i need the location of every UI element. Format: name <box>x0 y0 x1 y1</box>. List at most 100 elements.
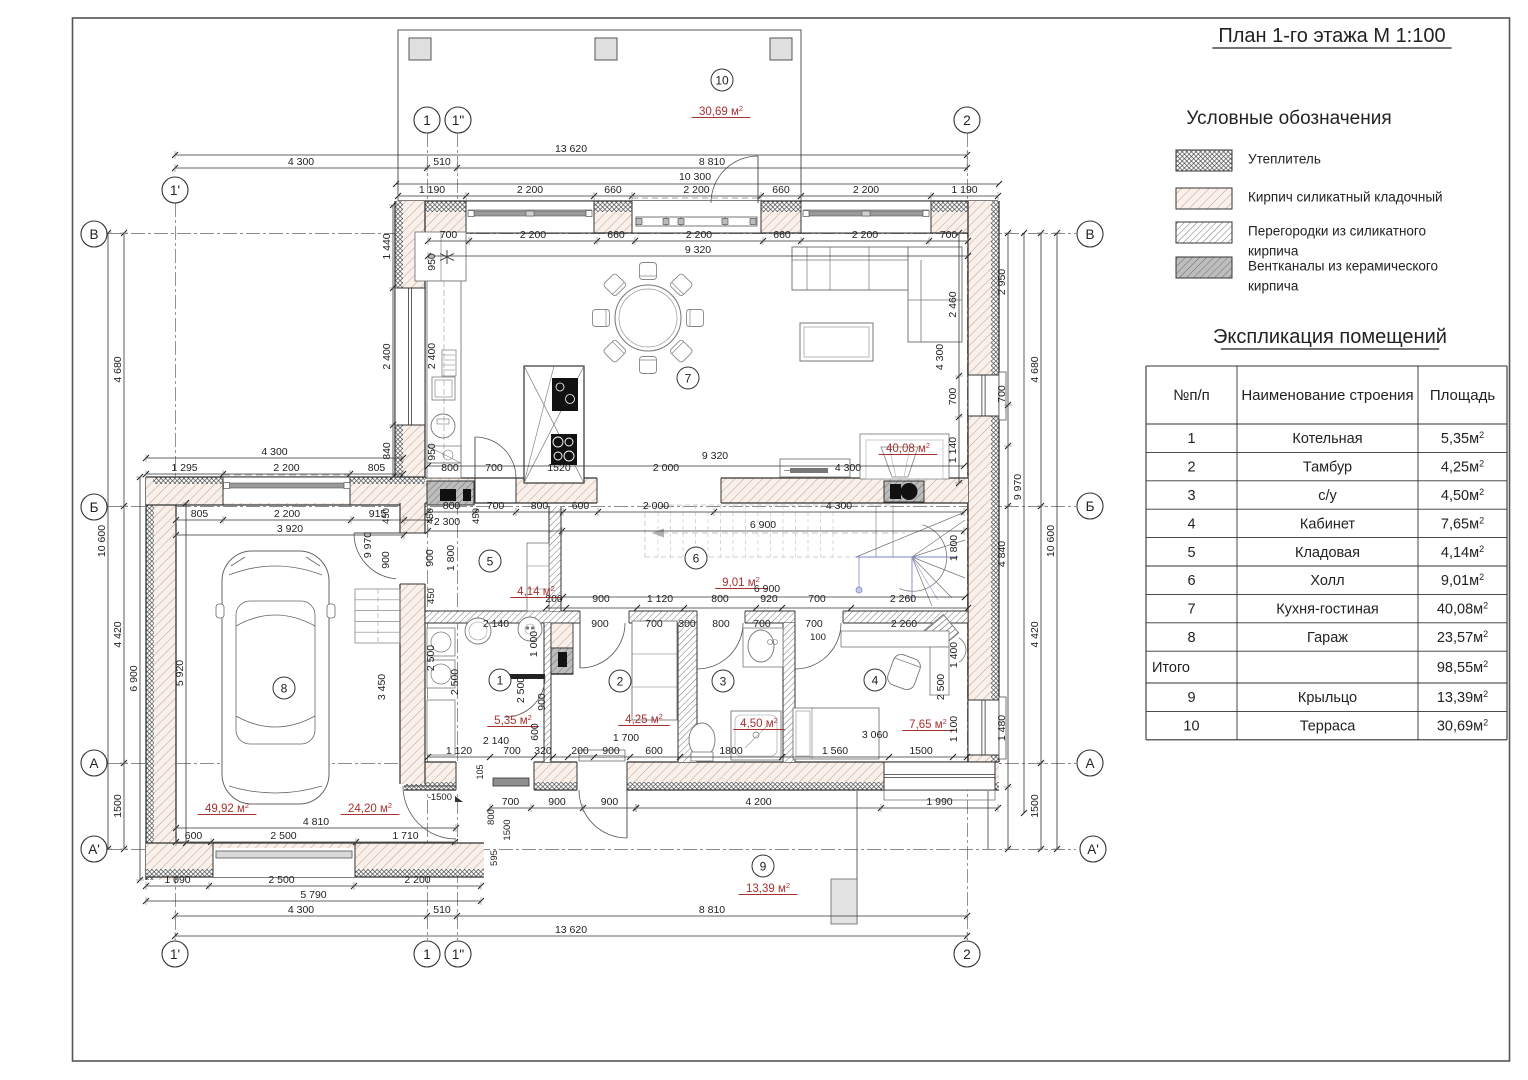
svg-text:840: 840 <box>381 442 393 460</box>
svg-text:4,25 м2: 4,25 м2 <box>625 712 663 726</box>
svg-text:Крыльцо: Крыльцо <box>1298 690 1357 706</box>
svg-text:800: 800 <box>443 500 461 512</box>
svg-text:1500: 1500 <box>1029 794 1041 818</box>
svg-text:Итого: Итого <box>1152 660 1190 676</box>
svg-text:Утеплитель: Утеплитель <box>1248 152 1321 167</box>
svg-text:9,01 м2: 9,01 м2 <box>722 575 760 589</box>
svg-text:2 140: 2 140 <box>483 618 509 630</box>
svg-text:1 560: 1 560 <box>822 745 848 757</box>
svg-text:805: 805 <box>191 508 209 520</box>
svg-text:Условные обозначения: Условные обозначения <box>1186 108 1391 129</box>
svg-text:Кирпич силикатный кладочный: Кирпич силикатный кладочный <box>1248 190 1443 205</box>
svg-text:1500: 1500 <box>502 819 513 840</box>
svg-text:Наименование строения: Наименование строения <box>1241 387 1413 404</box>
svg-text:900: 900 <box>601 796 619 808</box>
svg-text:4 300: 4 300 <box>835 462 861 474</box>
svg-text:2 500: 2 500 <box>270 830 296 842</box>
svg-text:№п/п: №п/п <box>1173 387 1210 404</box>
svg-text:кирпича: кирпича <box>1248 244 1299 259</box>
svg-text:2: 2 <box>963 113 971 128</box>
svg-text:4,14 м2: 4,14 м2 <box>517 584 555 598</box>
svg-text:98,55м2: 98,55м2 <box>1437 659 1488 676</box>
svg-text:4 810: 4 810 <box>303 816 329 828</box>
svg-text:2 300: 2 300 <box>434 516 460 528</box>
svg-text:2 260: 2 260 <box>891 618 917 630</box>
svg-text:4,50м2: 4,50м2 <box>1441 487 1484 504</box>
svg-text:900: 900 <box>536 693 548 711</box>
svg-text:1 190: 1 190 <box>951 184 977 196</box>
svg-text:660: 660 <box>772 184 790 196</box>
svg-text:1 000: 1 000 <box>528 631 540 657</box>
svg-text:7: 7 <box>685 371 692 385</box>
svg-text:4 680: 4 680 <box>112 356 124 382</box>
svg-text:2 400: 2 400 <box>381 343 393 369</box>
svg-text:700: 700 <box>503 745 521 757</box>
svg-text:900: 900 <box>424 549 436 567</box>
svg-text:1 800: 1 800 <box>948 535 960 561</box>
svg-text:Б: Б <box>1086 499 1095 514</box>
svg-text:Котельная: Котельная <box>1292 431 1362 447</box>
svg-text:510: 510 <box>433 904 451 916</box>
svg-text:4 300: 4 300 <box>934 344 946 370</box>
svg-text:900: 900 <box>548 796 566 808</box>
svg-text:5 790: 5 790 <box>300 889 326 901</box>
svg-text:Вентканалы из керамического: Вентканалы из керамического <box>1248 259 1438 274</box>
svg-text:23,57м2: 23,57м2 <box>1437 629 1488 646</box>
svg-text:2 000: 2 000 <box>643 500 669 512</box>
svg-text:5: 5 <box>487 554 494 568</box>
svg-text:800: 800 <box>712 618 730 630</box>
svg-text:900: 900 <box>591 618 609 630</box>
svg-text:2 200: 2 200 <box>686 229 712 241</box>
svg-text:1 710: 1 710 <box>392 830 418 842</box>
svg-text:1500: 1500 <box>112 794 124 818</box>
svg-text:10: 10 <box>715 73 729 87</box>
svg-text:9 320: 9 320 <box>685 244 711 256</box>
svg-text:9: 9 <box>760 859 767 873</box>
svg-text:1: 1 <box>423 113 431 128</box>
svg-text:8 810: 8 810 <box>699 904 725 916</box>
svg-text:4 300: 4 300 <box>261 446 287 458</box>
svg-text:Экспликация помещений: Экспликация помещений <box>1213 326 1447 348</box>
svg-text:6: 6 <box>693 551 700 565</box>
svg-text:450: 450 <box>381 508 392 524</box>
svg-text:2 260: 2 260 <box>890 593 916 605</box>
svg-text:6 900: 6 900 <box>128 665 140 691</box>
svg-text:5: 5 <box>1187 545 1195 561</box>
svg-text:5,35 м2: 5,35 м2 <box>494 713 532 727</box>
svg-text:1": 1" <box>452 947 465 962</box>
svg-text:7,65 м2: 7,65 м2 <box>909 717 947 731</box>
svg-text:1 140: 1 140 <box>947 437 959 463</box>
svg-text:660: 660 <box>604 184 622 196</box>
svg-text:4 420: 4 420 <box>112 621 124 647</box>
svg-text:Перегородки из силикатного: Перегородки из силикатного <box>1248 224 1426 239</box>
svg-text:600: 600 <box>572 500 590 512</box>
svg-text:6: 6 <box>1187 573 1195 589</box>
svg-text:920: 920 <box>760 593 778 605</box>
svg-text:300: 300 <box>678 618 696 630</box>
svg-text:800: 800 <box>441 462 459 474</box>
svg-text:4,25м2: 4,25м2 <box>1441 459 1484 476</box>
svg-text:4,50 м2: 4,50 м2 <box>740 716 778 730</box>
svg-text:1': 1' <box>170 947 180 962</box>
svg-text:4 300: 4 300 <box>288 904 314 916</box>
svg-text:3: 3 <box>1187 488 1195 504</box>
svg-text:24,20 м2: 24,20 м2 <box>348 801 392 815</box>
svg-text:А': А' <box>88 842 100 857</box>
svg-text:700: 700 <box>485 462 503 474</box>
svg-text:1 090: 1 090 <box>164 874 190 886</box>
svg-text:1 700: 1 700 <box>613 732 639 744</box>
svg-text:с/у: с/у <box>1318 488 1337 504</box>
svg-text:700: 700 <box>808 593 826 605</box>
svg-text:10: 10 <box>1183 719 1199 735</box>
svg-text:1": 1" <box>452 113 465 128</box>
svg-text:13,39 м2: 13,39 м2 <box>746 881 790 895</box>
svg-text:950: 950 <box>426 253 438 271</box>
svg-text:900: 900 <box>592 593 610 605</box>
svg-text:200: 200 <box>571 745 589 757</box>
svg-text:А: А <box>89 756 98 771</box>
svg-text:1800: 1800 <box>719 745 743 757</box>
svg-text:2 400: 2 400 <box>426 343 438 369</box>
svg-text:4 840: 4 840 <box>996 541 1008 567</box>
svg-text:3: 3 <box>720 674 727 688</box>
svg-text:Гараж: Гараж <box>1307 630 1348 646</box>
